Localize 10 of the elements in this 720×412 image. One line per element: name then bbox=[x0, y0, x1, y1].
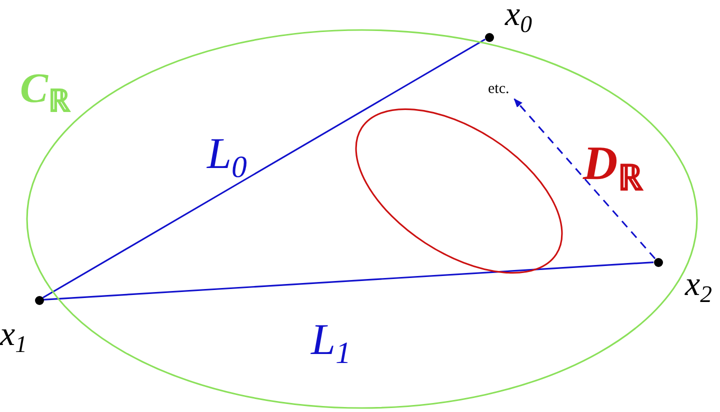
curve-label: D$_{ℝ}$ bbox=[583, 140, 644, 196]
annotation-text: etc. bbox=[488, 81, 510, 97]
dashed-arrow bbox=[514, 98, 656, 260]
edge-label: L$_{1}$ bbox=[311, 318, 351, 370]
line-segment bbox=[43, 261, 654, 301]
point-label: x$_{2}$ bbox=[685, 268, 712, 308]
edge-label: L$_{0}$ bbox=[207, 132, 247, 184]
curve-label: C$_{ℝ}$ bbox=[20, 68, 70, 117]
line-segment bbox=[42, 38, 486, 298]
point-label: x$_{0}$ bbox=[505, 0, 532, 38]
